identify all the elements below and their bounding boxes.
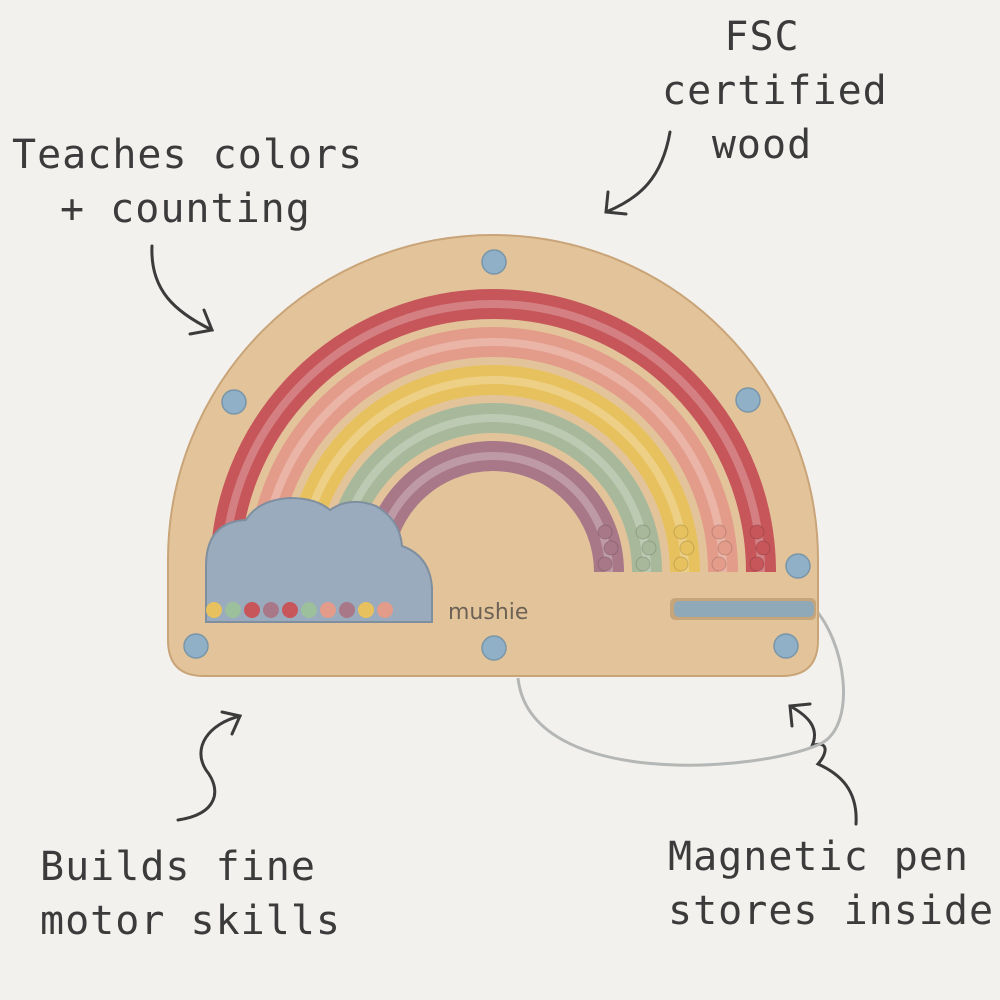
board-knob	[183, 633, 209, 659]
bead	[673, 556, 689, 572]
arrow-pen	[788, 704, 858, 826]
pen-string	[516, 604, 846, 767]
callout-line: Teaches colors	[12, 132, 364, 178]
bead	[597, 556, 613, 572]
callout-line: FSC	[724, 14, 800, 60]
bead	[635, 556, 651, 572]
bead	[377, 602, 393, 618]
callout-line: stores inside	[668, 888, 995, 934]
callout-line: + counting	[60, 186, 311, 232]
arrow-builds-head	[220, 710, 243, 736]
callout-line: Magnetic pen	[668, 834, 969, 880]
bead	[597, 524, 613, 540]
bead-row	[206, 602, 393, 618]
bead	[206, 602, 222, 618]
bead	[749, 524, 765, 540]
callout-teaches-colors: Teaches colors + counting	[12, 128, 363, 236]
magnetic-pen	[674, 601, 814, 617]
bead-stacks	[597, 524, 771, 572]
rainbow-track-groove	[259, 338, 727, 573]
bead	[679, 540, 695, 556]
bead	[673, 524, 689, 540]
bead	[282, 602, 298, 618]
bead	[641, 540, 657, 556]
rainbow-track-groove	[221, 300, 765, 573]
callout-line: wood	[711, 122, 813, 168]
bead	[320, 602, 336, 618]
bead	[711, 524, 727, 540]
board-knob	[735, 387, 761, 413]
arrow-pen-head	[788, 702, 812, 728]
callout-fine-motor: Builds fine motor skills	[40, 840, 341, 948]
bead	[603, 540, 619, 556]
callout-line: motor skills	[40, 898, 341, 944]
rainbow-track	[210, 289, 776, 573]
board-knobs	[183, 249, 811, 661]
callout-magnetic-pen: Magnetic pen stores inside	[668, 830, 995, 938]
rainbow-board: mushie	[167, 234, 819, 677]
arrow-fsc	[604, 130, 672, 214]
rainbow-track-groove	[297, 376, 689, 573]
board-knob	[773, 633, 799, 659]
rainbow-track	[286, 365, 700, 573]
arrows	[150, 130, 858, 826]
bead	[263, 602, 279, 618]
bead	[749, 556, 765, 572]
bead	[225, 602, 241, 618]
arrow-fsc-head	[604, 190, 628, 216]
callout-line: certified	[662, 68, 888, 114]
bead	[244, 602, 260, 618]
bead	[717, 540, 733, 556]
board-knob	[481, 635, 507, 661]
callout-fsc-wood: FSC certified wood	[662, 10, 888, 172]
callout-line: Builds fine	[40, 844, 316, 890]
bead	[358, 602, 374, 618]
arrow-builds	[176, 714, 242, 822]
bead	[755, 540, 771, 556]
bead	[339, 602, 355, 618]
bead	[301, 602, 317, 618]
bead	[635, 524, 651, 540]
bead	[711, 556, 727, 572]
arrow-teaches	[150, 244, 214, 332]
cloud-window	[205, 496, 433, 623]
board-knob	[221, 389, 247, 415]
brand-logo: mushie	[448, 600, 528, 625]
arrow-teaches-head	[188, 308, 215, 336]
board-knob	[481, 249, 507, 275]
board-knob	[785, 553, 811, 579]
rainbow-track	[248, 327, 738, 573]
